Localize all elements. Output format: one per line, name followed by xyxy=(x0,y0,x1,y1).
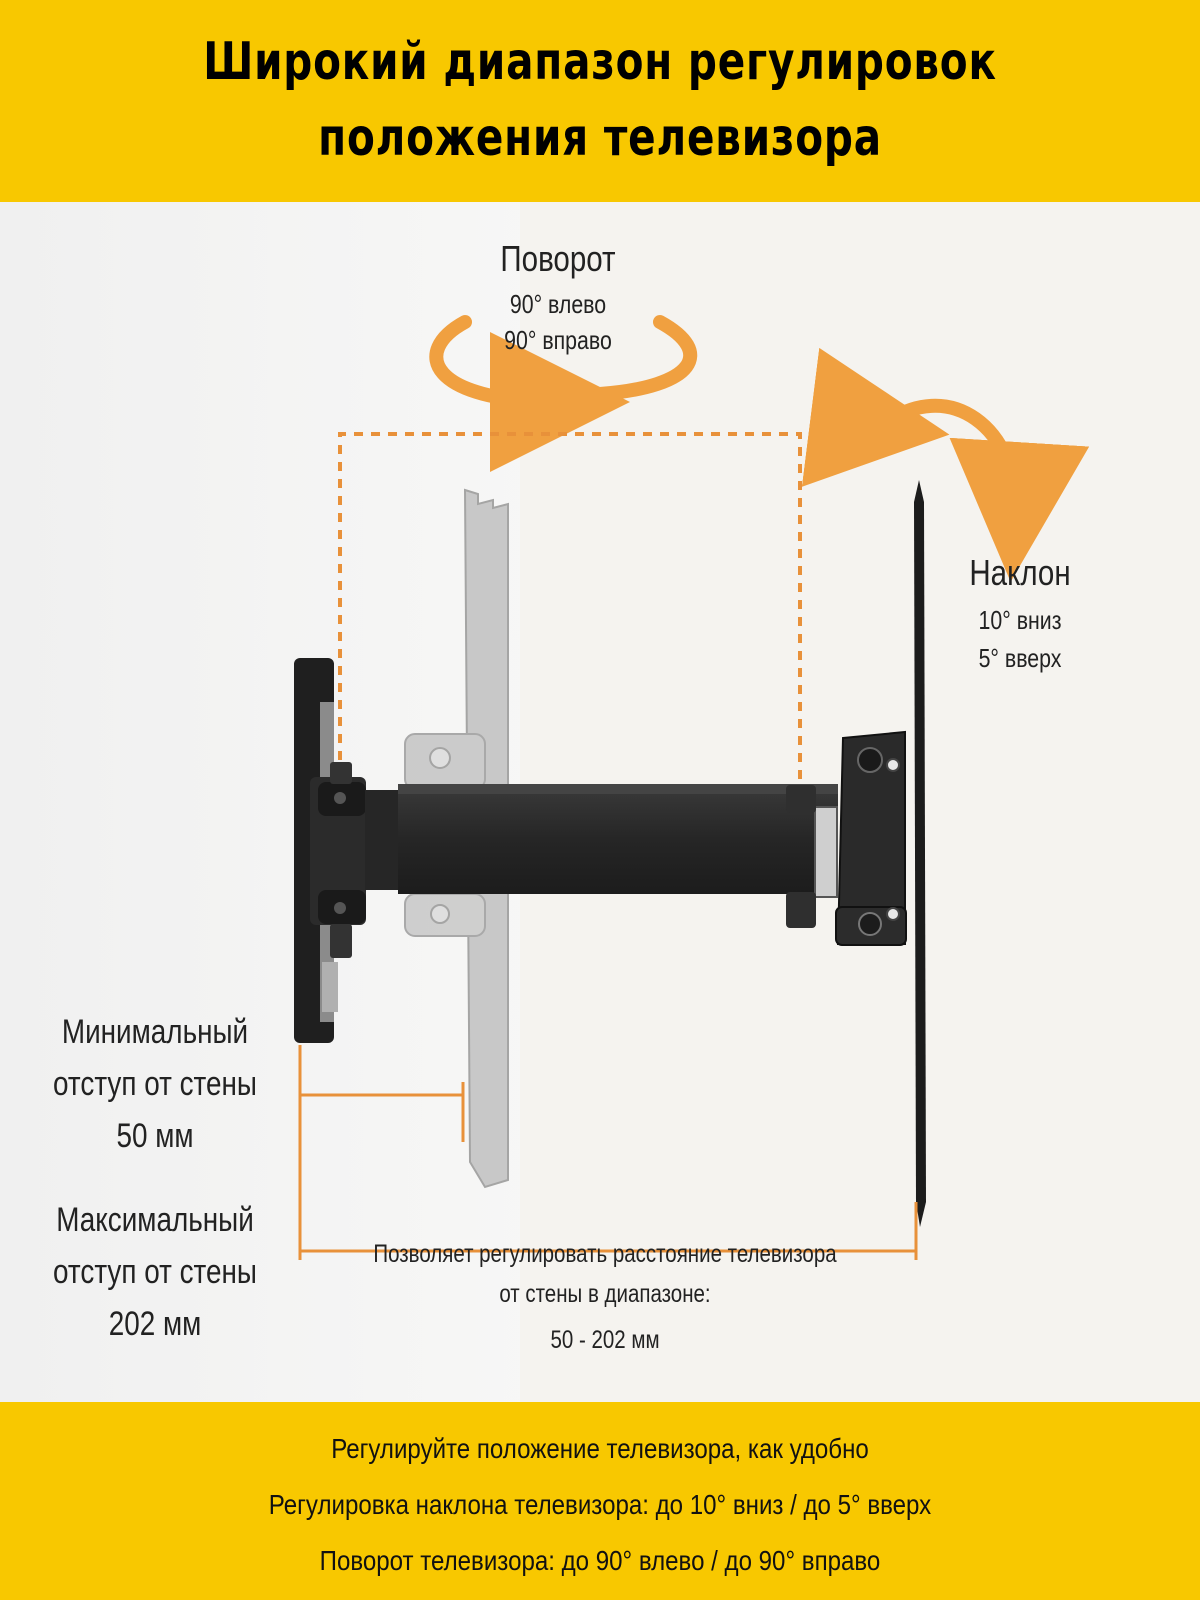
tilt-title: Наклон xyxy=(969,552,1071,593)
max-offset-value: 202 мм xyxy=(108,1305,202,1343)
range-note-line2: от стены в диапазоне: xyxy=(499,1280,711,1308)
tilt-up: 5° вверх xyxy=(978,643,1062,673)
extension-arm xyxy=(365,784,838,928)
title-line-2: положения телевизора xyxy=(318,108,882,168)
ghost-tv-plate xyxy=(404,488,509,1189)
swivel-title: Поворот xyxy=(500,238,616,279)
min-offset-line2: отступ от стены xyxy=(53,1065,257,1103)
extended-outline xyxy=(338,432,802,780)
swivel-left: 90° влево xyxy=(509,289,607,319)
min-offset-dimension xyxy=(300,1082,465,1142)
range-note-line1: Позволяет регулировать расстояние телеви… xyxy=(373,1240,837,1268)
tilt-down: 10° вниз xyxy=(978,605,1062,635)
swivel-arrow-icon xyxy=(429,315,697,472)
mount-illustration: Поворот 90° влево 90° вправо Наклон 10° … xyxy=(0,202,1200,1402)
tv-bracket xyxy=(835,730,907,946)
tilt-arrow-icon xyxy=(801,347,1090,582)
min-offset-line1: Минимальный xyxy=(61,1013,249,1051)
footer-line-1: Регулируйте положение телевизора, как уд… xyxy=(331,1433,869,1464)
max-offset-line2: отступ от стены xyxy=(53,1253,257,1291)
tv-plate xyxy=(914,480,926,1227)
footer-line-2: Регулировка наклона телевизора: до 10° в… xyxy=(268,1489,932,1520)
wall-hinge xyxy=(310,762,366,958)
title-line-1: Широкий диапазон регулировок xyxy=(203,32,997,92)
swivel-right: 90° вправо xyxy=(504,325,612,355)
header-banner: Широкий диапазон регулировок положения т… xyxy=(0,0,1200,202)
max-offset-dimension xyxy=(298,1045,918,1260)
max-offset-line1: Максимальный xyxy=(56,1201,254,1239)
footer-line-3: Поворот телевизора: до 90° влево / до 90… xyxy=(319,1545,881,1576)
range-note-value: 50 - 202 мм xyxy=(550,1326,660,1354)
bracket-drawing xyxy=(294,315,1090,1260)
footer-banner: Регулируйте положение телевизора, как уд… xyxy=(0,1402,1200,1600)
min-offset-value: 50 мм xyxy=(116,1117,194,1155)
page-title: Широкий диапазон регулировок положения т… xyxy=(132,24,1068,176)
